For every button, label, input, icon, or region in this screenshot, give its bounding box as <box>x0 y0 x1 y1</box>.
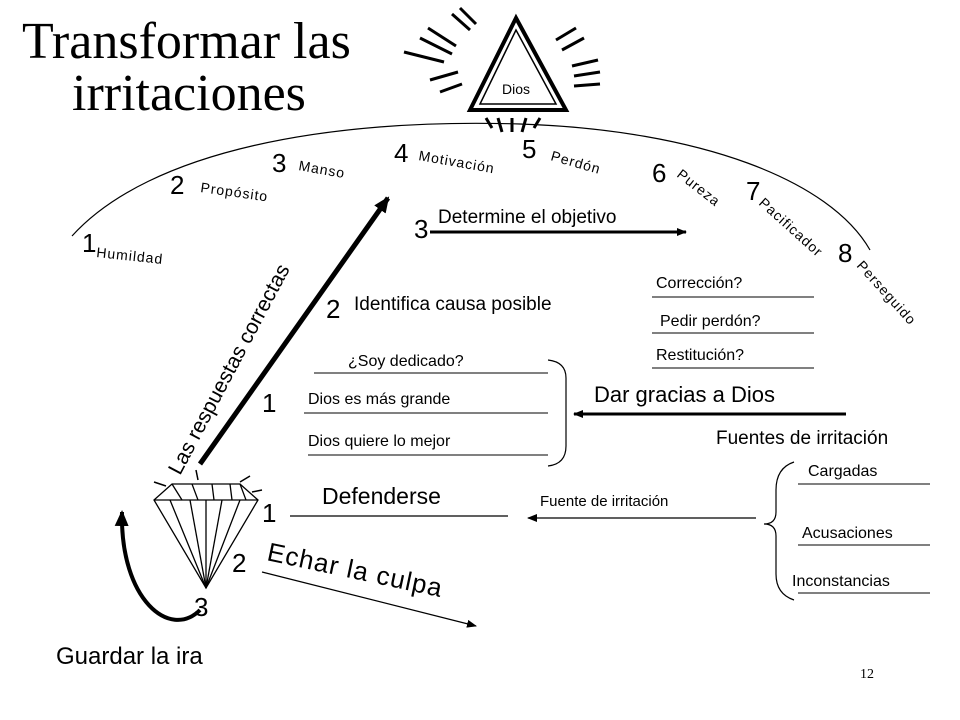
diamond-sparkle-icon <box>153 469 263 493</box>
correct-answers-label: Las respuestas correctas <box>164 260 294 478</box>
title-line-1: Transformar las <box>22 13 351 70</box>
god-triangle-icon <box>403 6 601 133</box>
reaction-label: Echar la culpa <box>265 537 446 604</box>
thank-god-label: Dar gracias a Dios <box>594 382 775 407</box>
source-item: Cargadas <box>808 463 877 480</box>
beatitude-number: 5 <box>522 134 536 164</box>
reaction-number: 1 <box>262 498 276 528</box>
beatitude-label: Humildad <box>96 244 164 267</box>
reaction-number: 3 <box>194 592 208 622</box>
beatitude-label: Propósito <box>200 179 270 204</box>
gratitude-item: ¿Soy dedicado? <box>348 353 464 370</box>
beatitude-number: 6 <box>652 158 666 188</box>
god-label: Dios <box>502 81 530 97</box>
anger-loop-arrow <box>114 510 202 622</box>
light-rays <box>403 6 601 133</box>
blame-arrow <box>261 571 477 628</box>
diamond-icon <box>153 483 259 590</box>
source-item: Acusaciones <box>802 525 893 542</box>
beatitude-number: 7 <box>746 176 760 206</box>
source-item: Inconstancias <box>792 573 890 590</box>
gratitude-item: Dios es más grande <box>308 391 450 408</box>
beatitude-label: Pureza <box>674 166 724 210</box>
title-line-2: irritaciones <box>72 65 306 122</box>
step-label: Determine el objetivo <box>438 207 616 228</box>
page-number: 12 <box>860 667 874 682</box>
beatitude-label: Motivación <box>417 147 496 176</box>
beatitude-number: 4 <box>394 138 408 168</box>
question-item: Corrección? <box>656 275 742 292</box>
source-single-label: Fuente de irritación <box>540 493 668 510</box>
beatitude-label: Perseguido <box>854 257 920 328</box>
gratitude-bracket <box>547 359 567 467</box>
beatitude-label: Manso <box>297 157 346 181</box>
beatitude-number: 2 <box>170 170 184 200</box>
question-item: Pedir perdón? <box>660 313 761 330</box>
step-number: 2 <box>326 294 340 324</box>
sources-header: Fuentes de irritación <box>716 428 888 449</box>
question-item: Restitución? <box>656 347 744 364</box>
beatitude-number: 3 <box>272 148 286 178</box>
sources-bracket <box>763 461 795 601</box>
step-number: 3 <box>414 214 428 244</box>
correct-answers-arrow <box>197 196 391 466</box>
beatitude-number: 8 <box>838 238 852 268</box>
step-number: 1 <box>262 388 276 418</box>
beatitude-label: Pacificador <box>756 194 826 260</box>
beatitudes-arc <box>71 122 871 251</box>
step-label: Identifica causa posible <box>354 294 552 315</box>
gratitude-item: Dios quiere lo mejor <box>308 433 451 450</box>
reaction-label: Defenderse <box>322 483 441 509</box>
beatitude-label: Perdón <box>549 148 603 177</box>
reaction-number: 2 <box>232 548 246 578</box>
beatitude-number: 1 <box>82 228 96 258</box>
reaction-label: Guardar la ira <box>56 643 203 670</box>
